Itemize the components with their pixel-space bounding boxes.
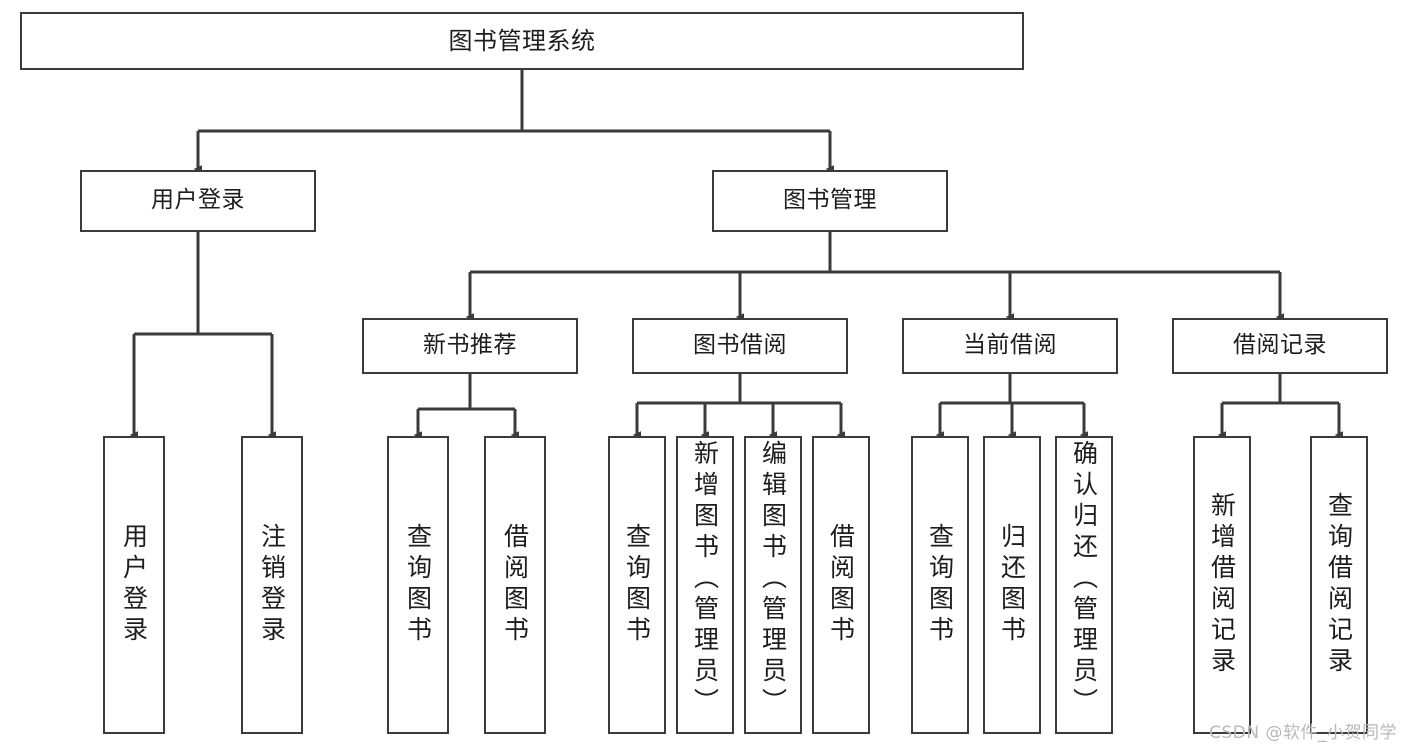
node-label: 编辑图书（管理员） bbox=[758, 440, 788, 719]
node-leaf-return-book: 归还图书 bbox=[983, 436, 1041, 734]
node-label: 当前借阅 bbox=[963, 332, 1057, 359]
node-leaf-query-book-2: 查询图书 bbox=[608, 436, 666, 734]
node-label: 新增借阅记录 bbox=[1207, 492, 1237, 678]
node-leaf-confirm-return: 确认归还（管理员） bbox=[1055, 436, 1113, 734]
node-label: 借阅记录 bbox=[1233, 332, 1327, 359]
node-leaf-query-book-3: 查询图书 bbox=[911, 436, 969, 734]
node-current-borrow: 当前借阅 bbox=[902, 318, 1118, 374]
node-leaf-borrow-book-2: 借阅图书 bbox=[812, 436, 870, 734]
node-leaf-query-record: 查询借阅记录 bbox=[1310, 436, 1368, 734]
node-book-manage: 图书管理 bbox=[712, 170, 948, 232]
node-label: 查询图书 bbox=[622, 523, 652, 647]
node-label: 借阅图书 bbox=[826, 523, 856, 647]
node-label: 新书推荐 bbox=[423, 332, 517, 359]
node-root: 图书管理系统 bbox=[20, 12, 1024, 70]
node-label: 用户登录 bbox=[119, 523, 149, 647]
node-label: 图书管理 bbox=[783, 187, 877, 214]
node-label: 图书借阅 bbox=[693, 332, 787, 359]
node-label: 借阅图书 bbox=[500, 523, 530, 647]
node-label: 查询图书 bbox=[925, 523, 955, 647]
csdn-watermark: CSDN @软件_小贺同学 bbox=[1209, 723, 1397, 743]
node-leaf-logout: 注销登录 bbox=[241, 436, 303, 734]
node-label: 归还图书 bbox=[997, 523, 1027, 647]
node-label: 查询借阅记录 bbox=[1324, 492, 1354, 678]
node-borrow-record: 借阅记录 bbox=[1172, 318, 1388, 374]
node-book-borrow: 图书借阅 bbox=[632, 318, 848, 374]
node-leaf-user-login: 用户登录 bbox=[103, 436, 165, 734]
node-leaf-query-book-1: 查询图书 bbox=[387, 436, 449, 734]
node-leaf-add-record: 新增借阅记录 bbox=[1193, 436, 1251, 734]
node-user-login: 用户登录 bbox=[80, 170, 316, 232]
node-label: 确认归还（管理员） bbox=[1069, 440, 1099, 719]
node-leaf-borrow-book-1: 借阅图书 bbox=[484, 436, 546, 734]
node-label: 用户登录 bbox=[151, 187, 245, 214]
node-new-book-recommend: 新书推荐 bbox=[362, 318, 578, 374]
node-label: 新增图书（管理员） bbox=[690, 440, 720, 719]
node-leaf-add-book: 新增图书（管理员） bbox=[676, 436, 734, 734]
node-label: 图书管理系统 bbox=[448, 26, 596, 55]
node-label: 注销登录 bbox=[257, 523, 287, 647]
node-leaf-edit-book: 编辑图书（管理员） bbox=[744, 436, 802, 734]
node-label: 查询图书 bbox=[403, 523, 433, 647]
